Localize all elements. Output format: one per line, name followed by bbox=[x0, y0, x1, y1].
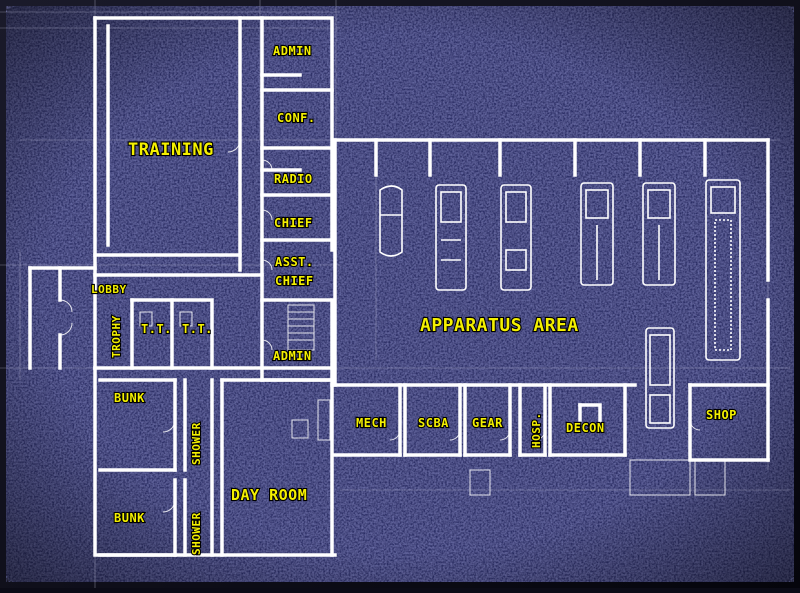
label-admin-top: ADMIN bbox=[273, 44, 312, 58]
label-chief: CHIEF bbox=[274, 216, 313, 230]
door-swings bbox=[59, 139, 726, 513]
label-scba: SCBA bbox=[418, 416, 449, 430]
label-mech: MECH bbox=[356, 416, 387, 430]
label-asst-chief-1: ASST. bbox=[275, 255, 314, 269]
label-gear: GEAR bbox=[472, 416, 503, 430]
label-apparatus-area: APPARATUS AREA bbox=[420, 315, 579, 336]
label-asst-chief-2: CHIEF bbox=[275, 274, 314, 288]
room-labels: ADMIN CONF. TRAINING RADIO CHIEF ASST. C… bbox=[90, 43, 738, 556]
label-training: TRAINING bbox=[128, 140, 214, 160]
label-trophy: TROPHY bbox=[110, 315, 123, 358]
label-shower-top: SHOWER bbox=[190, 422, 203, 465]
label-toilet-2: T.T. bbox=[182, 322, 213, 336]
vehicles bbox=[379, 179, 741, 429]
label-decon: DECON bbox=[566, 421, 605, 435]
label-hosp: HOSP. bbox=[530, 412, 543, 448]
label-toilet-1: T.T. bbox=[141, 322, 172, 336]
label-shop: SHOP bbox=[706, 408, 737, 422]
label-admin-lower: ADMIN bbox=[273, 349, 312, 363]
label-radio: RADIO bbox=[274, 172, 313, 186]
label-bunk-top: BUNK bbox=[114, 391, 145, 405]
label-lobby: LOBBY bbox=[91, 283, 127, 296]
vignette bbox=[6, 6, 794, 582]
label-day-room: DAY ROOM bbox=[231, 486, 307, 504]
label-conf: CONF. bbox=[277, 111, 316, 125]
label-bunk-bottom: BUNK bbox=[114, 511, 145, 525]
label-shower-bottom: SHOWER bbox=[190, 512, 203, 555]
